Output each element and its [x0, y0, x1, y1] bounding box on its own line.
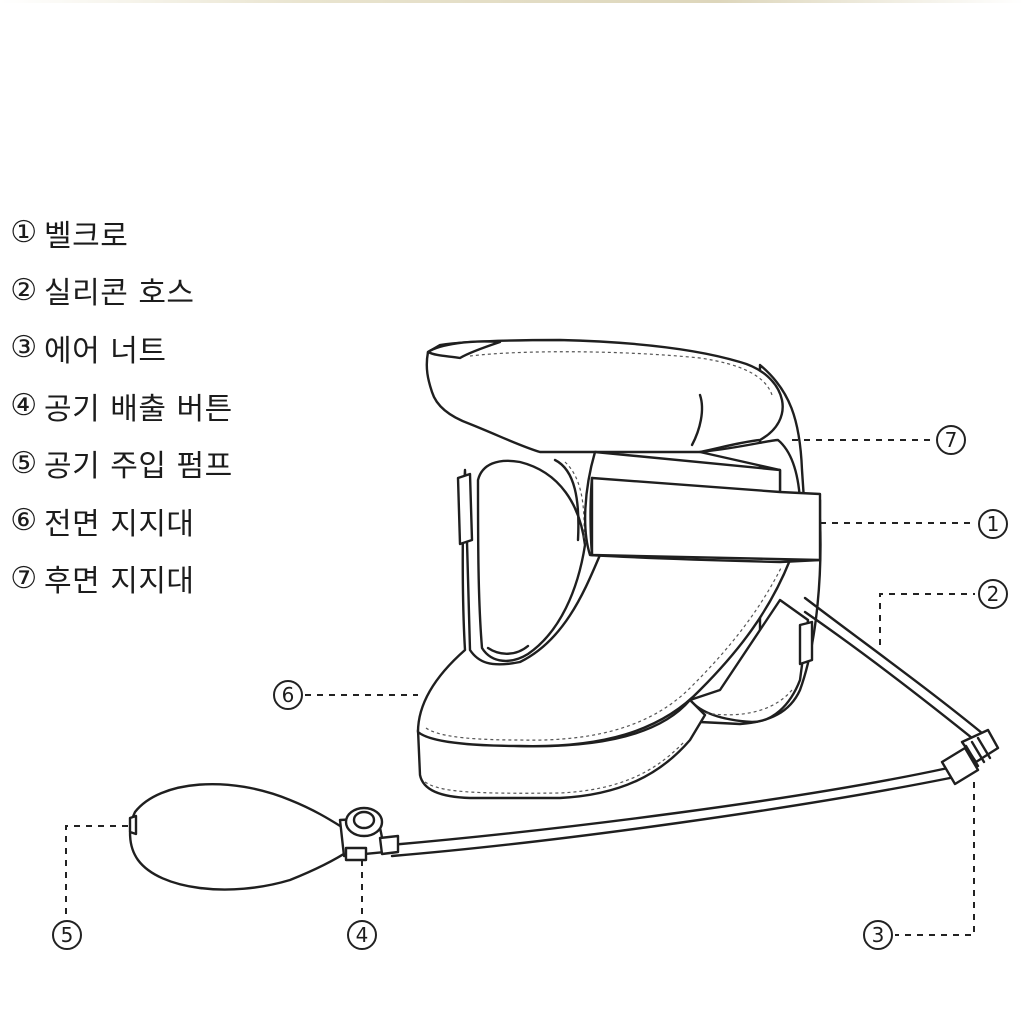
legend-item-air-pump: ⑤ 공기 주입 펌프 — [6, 434, 233, 492]
legend-number: ⑤ — [10, 445, 38, 481]
parts-legend: ① 벨크로 ② 실리콘 호스 ③ 에어 너트 ④ 공기 배출 버튼 ⑤ 공기 주… — [6, 204, 233, 607]
legend-item-rear-support: ⑦ 후면 지지대 — [6, 550, 233, 608]
callout-1: 1 — [978, 509, 1008, 539]
silicone-hose — [388, 596, 990, 858]
legend-item-air-nut: ③ 에어 너트 — [6, 319, 233, 377]
top-border-line — [0, 0, 1024, 3]
leader-line-3 — [895, 782, 975, 936]
legend-label: 실리콘 호스 — [44, 276, 195, 312]
legend-number: ⑦ — [10, 560, 38, 596]
rear-support-top — [425, 338, 784, 454]
neck-brace-illustration — [416, 338, 822, 800]
air-release-valve — [338, 806, 400, 862]
legend-number: ⑥ — [10, 503, 38, 539]
callout-5: 5 — [52, 920, 82, 950]
legend-item-air-release-button: ④ 공기 배출 버튼 — [6, 377, 233, 435]
callout-3: 3 — [863, 920, 893, 950]
rear-support-top-rim — [426, 340, 502, 360]
svg-text:4: 4 — [356, 923, 369, 947]
legend-item-front-support: ⑥ 전면 지지대 — [6, 492, 233, 550]
svg-text:6: 6 — [282, 683, 295, 707]
rear-support-lower — [688, 598, 810, 724]
legend-number: ① — [10, 215, 38, 251]
callout-2: 2 — [978, 579, 1008, 609]
front-support-window — [476, 459, 587, 662]
svg-text:7: 7 — [945, 428, 958, 452]
legend-number: ② — [10, 272, 38, 308]
legend-label: 벨크로 — [44, 218, 129, 254]
legend-label: 전면 지지대 — [44, 506, 195, 542]
legend-label: 공기 배출 버튼 — [44, 391, 233, 427]
svg-text:2: 2 — [987, 582, 1000, 606]
legend-label: 에어 너트 — [44, 333, 167, 369]
rear-valve — [798, 620, 814, 666]
callout-7: 7 — [936, 425, 966, 455]
legend-item-velcro: ① 벨크로 — [6, 204, 233, 262]
front-side-clip — [456, 472, 474, 546]
leader-line-5 — [65, 825, 128, 918]
air-pump — [128, 782, 352, 891]
leader-line-2 — [879, 593, 975, 645]
legend-number: ④ — [10, 388, 38, 424]
svg-text:1: 1 — [987, 512, 1000, 536]
legend-label: 후면 지지대 — [44, 564, 195, 600]
air-nut — [940, 728, 1000, 786]
callout-4: 4 — [347, 920, 377, 950]
legend-item-silicone-hose: ② 실리콘 호스 — [6, 262, 233, 320]
callout-6: 6 — [273, 680, 303, 710]
svg-text:3: 3 — [872, 923, 885, 947]
svg-text:5: 5 — [61, 923, 74, 947]
legend-number: ③ — [10, 330, 38, 366]
front-support-shell — [416, 468, 792, 748]
legend-label: 공기 주입 펌프 — [44, 449, 233, 485]
